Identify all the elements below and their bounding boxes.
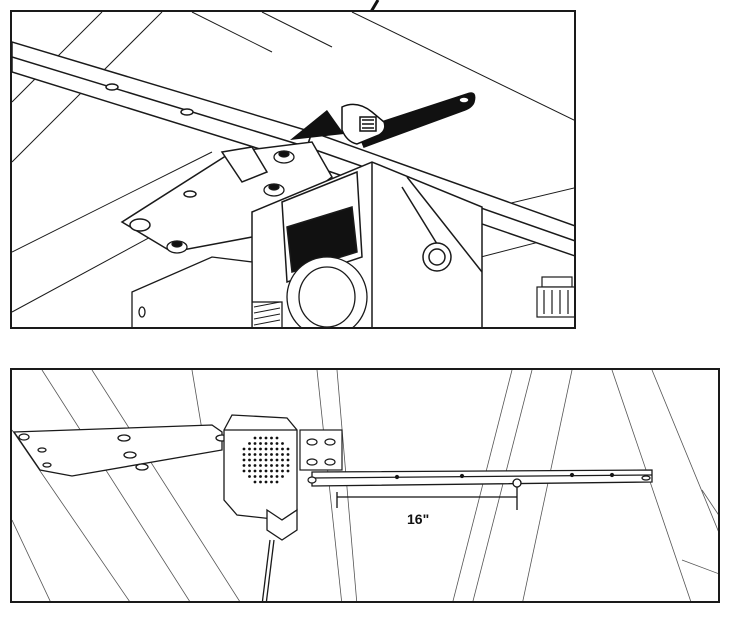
- grille-dot: [259, 480, 262, 484]
- grille-dot: [248, 458, 251, 462]
- grille-dot: [264, 475, 268, 478]
- grille-dot: [264, 447, 268, 451]
- grille-dot: [242, 447, 246, 451]
- grille-dot: [270, 464, 273, 467]
- grille-dot: [275, 464, 279, 467]
- grille-dot: [275, 442, 279, 445]
- grille-dot: [248, 464, 251, 467]
- top-illustration-panel: [10, 10, 576, 329]
- grille-dot: [259, 442, 262, 445]
- grille-dot: [281, 442, 284, 445]
- mounting-plate: [12, 424, 229, 477]
- grille-dot: [275, 480, 279, 484]
- grille-dot: [248, 475, 251, 478]
- pointer-arrow-icon: [290, 110, 344, 140]
- grille-dot: [270, 458, 273, 462]
- rail-bracket: [299, 429, 343, 484]
- grille-dot: [253, 436, 257, 440]
- grille-dot: [270, 469, 273, 473]
- grille-dot: [270, 480, 273, 484]
- wrench-icon: [341, 92, 476, 148]
- grille-dot: [275, 453, 279, 456]
- grille-dot: [264, 453, 268, 456]
- grille-dot: [275, 447, 279, 451]
- grille-dot: [242, 464, 246, 467]
- grille-dot: [264, 442, 268, 445]
- ceiling-mount-drawing: 16": [12, 370, 718, 601]
- drum-pulley: [251, 256, 368, 327]
- grille-dot: [270, 453, 273, 456]
- grille-dot: [275, 436, 279, 440]
- grille-dot: [281, 458, 284, 462]
- grille-dot: [270, 475, 273, 478]
- grille-dot: [242, 469, 246, 473]
- bottom-illustration-panel: 16": [10, 368, 720, 603]
- ceiling-joists: [12, 370, 718, 601]
- grille-dot: [253, 469, 257, 473]
- grille-dot: [286, 469, 290, 473]
- dimension-label: 16": [407, 511, 429, 527]
- grille-dot: [281, 469, 284, 473]
- bracket-closeup-drawing: [12, 12, 574, 327]
- grille-dot: [248, 447, 251, 451]
- grille-dot: [259, 458, 262, 462]
- grille-dot: [259, 453, 262, 456]
- grille-dot: [270, 442, 273, 445]
- grille-dot: [281, 464, 284, 467]
- grille-dot: [259, 436, 262, 440]
- grille-dot: [253, 458, 257, 462]
- grille-dot: [248, 469, 251, 473]
- opener-motor-unit: [223, 414, 298, 601]
- grille-dot: [275, 469, 279, 473]
- grille-dot: [242, 458, 246, 462]
- grille-dot: [259, 447, 262, 451]
- grille-dot: [253, 447, 257, 451]
- lower-bracket: [131, 256, 253, 327]
- grille-dot: [286, 453, 290, 456]
- nut-bolts: [166, 150, 295, 254]
- grille-dot: [248, 453, 251, 456]
- grille-dot: [264, 458, 268, 462]
- grille-dot: [259, 475, 262, 478]
- grille-dot: [253, 475, 257, 478]
- grille-dot: [264, 480, 268, 484]
- side-fitting: [536, 276, 574, 318]
- grille-dot: [286, 458, 290, 462]
- grille-dot: [275, 475, 279, 478]
- grille-dot: [275, 458, 279, 462]
- grille-dot: [259, 464, 262, 467]
- opener-rail: [311, 469, 653, 487]
- grille-dot: [281, 453, 284, 456]
- grille-dot: [270, 436, 273, 440]
- grille-dot: [281, 447, 284, 451]
- dimension-line: [336, 478, 522, 510]
- grille-dots: [242, 436, 290, 484]
- grille-dot: [259, 469, 262, 473]
- grille-dot: [253, 480, 257, 484]
- grille-dot: [253, 442, 257, 445]
- grille-dot: [242, 453, 246, 456]
- grille-dot: [286, 464, 290, 467]
- grille-dot: [286, 447, 290, 451]
- grille-dot: [270, 447, 273, 451]
- grille-dot: [264, 436, 268, 440]
- grille-dot: [264, 464, 268, 467]
- grille-dot: [281, 475, 284, 478]
- grille-dot: [264, 469, 268, 473]
- grille-dot: [253, 453, 257, 456]
- grille-dot: [248, 442, 251, 445]
- grille-dot: [253, 464, 257, 467]
